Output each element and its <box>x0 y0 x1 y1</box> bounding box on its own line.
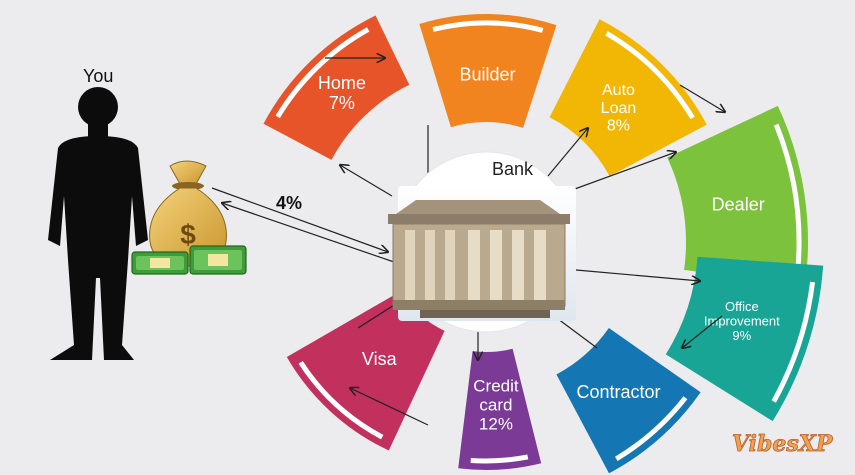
arrow-auto-loan-to-dealer <box>679 84 725 112</box>
arrow-bank-to-home <box>340 165 393 197</box>
segment-label-contractor-1: Contractor <box>577 382 661 402</box>
segment-highlight <box>275 27 370 119</box>
segment-highlight <box>615 396 688 462</box>
segment-label-auto-loan-1: Auto <box>602 82 635 99</box>
segment-label-auto-loan-2: Loan <box>601 100 637 117</box>
segment-shape <box>556 328 701 474</box>
bank-label: Bank <box>492 159 534 179</box>
segment-shape <box>667 105 809 287</box>
bank-building-icon <box>388 200 570 318</box>
segment-highlight <box>432 20 544 33</box>
arrow-bank-to-auto-loan <box>547 128 588 177</box>
segment-label-builder-1: Builder <box>459 64 515 84</box>
segment-dealer: Dealer <box>667 105 809 287</box>
arrow-bank-to-you-lower <box>222 203 395 263</box>
segment-highlight <box>298 361 384 440</box>
segment-label-auto-loan-3: 8% <box>607 118 630 135</box>
watermark-logo: VibesXP <box>732 431 834 457</box>
segment-highlight <box>773 123 802 270</box>
you-label: You <box>83 66 113 86</box>
segment-highlight <box>771 281 816 403</box>
flow-arrows <box>211 58 725 426</box>
segment-label-home-2: 7% <box>329 93 355 113</box>
segment-contractor: Contractor <box>556 328 701 474</box>
arrow-office-to-contractor <box>682 315 723 348</box>
segment-shape <box>286 291 445 451</box>
segment-highlight <box>605 31 695 120</box>
person-silhouette <box>48 87 148 360</box>
segment-label-office-improvement-3: 9% <box>732 328 751 343</box>
segment-label-dealer-1: Dealer <box>712 195 765 215</box>
segment-label-home-1: Home <box>318 73 366 93</box>
segment-label-office-improvement-2: Improvement <box>704 314 780 329</box>
arrow-you-to-bank-upper <box>211 187 388 252</box>
arrow-bank-to-office-improvement <box>575 269 700 281</box>
segment-shape <box>419 14 557 128</box>
segment-shape <box>458 348 542 470</box>
segment-shape <box>263 15 410 160</box>
interest-rate-label: 4% <box>276 193 302 213</box>
segment-builder: Builder <box>419 14 557 128</box>
dollar-sign: $ <box>180 219 196 250</box>
segment-label-credit-card-2: card <box>479 396 512 415</box>
segment-label-visa-1: Visa <box>362 349 398 369</box>
arrow-credit-card-to-visa <box>350 388 429 426</box>
segment-highlight <box>470 454 529 464</box>
bank-node: Bank <box>388 151 577 333</box>
segment-label-credit-card-3: 12% <box>479 415 513 434</box>
cash-stacks-icon <box>131 245 247 275</box>
segment-visa: Visa <box>286 291 445 451</box>
arrow-bank-to-dealer <box>571 152 676 191</box>
segment-label-credit-card-1: Credit <box>473 377 519 396</box>
segment-label-office-improvement-1: Office <box>725 299 759 314</box>
